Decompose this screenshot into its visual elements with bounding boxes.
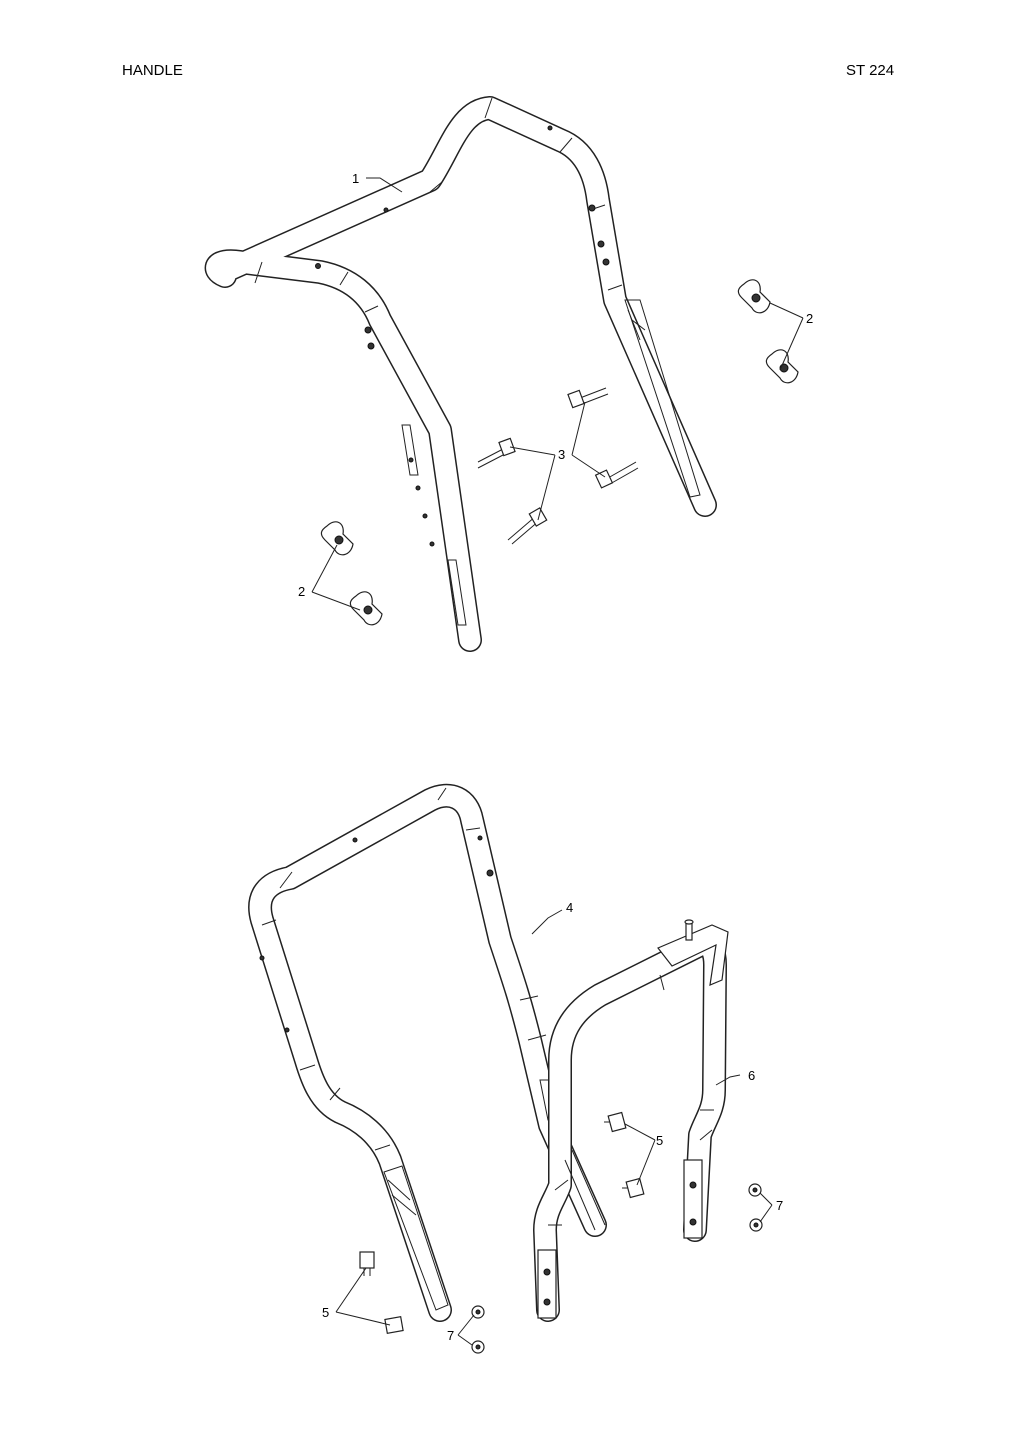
upper-leader-lines [311,177,804,611]
callout-2-left: 2 [298,584,305,599]
callout-1: 1 [352,171,359,186]
callout-7-left: 7 [447,1328,454,1343]
callout-5-right: 5 [656,1133,663,1148]
knobs-part-2 [320,279,799,626]
callout-6: 6 [748,1068,755,1083]
callout-4: 4 [566,900,573,915]
upper-handle-part-1 [204,96,717,652]
lower-handle-part-4 [248,783,607,1322]
callout-7-right: 7 [776,1198,783,1213]
fasteners-part-7 [471,1183,763,1354]
page-title: HANDLE [122,62,183,79]
bolts-part-3 [477,387,639,545]
callout-5-left: 5 [322,1305,329,1320]
nuts-part-5 [359,1111,645,1334]
callout-2-right: 2 [806,311,813,326]
callout-labels: 1 2 2 3 4 5 5 6 7 7 [298,171,813,1343]
callout-3: 3 [558,447,565,462]
lower-leader-lines [335,909,773,1346]
lower-frame-part-6 [533,919,729,1322]
model-number: ST 224 [846,62,895,79]
